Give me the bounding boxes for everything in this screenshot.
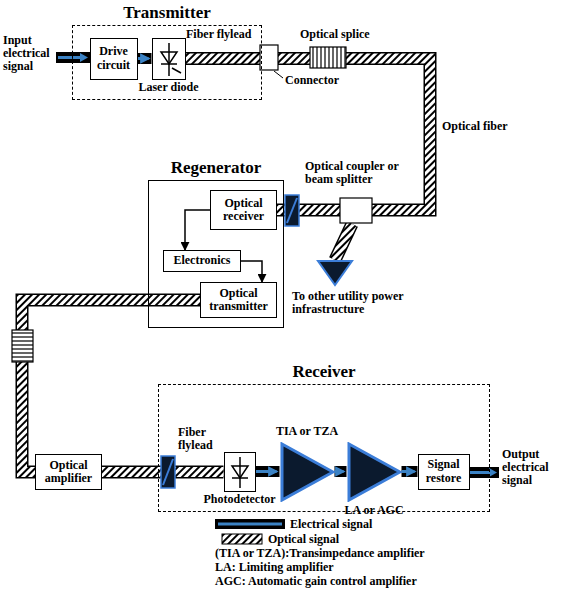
- electrical-bar: [138, 53, 152, 64]
- callout-label: To other utility power infrastructure: [292, 290, 432, 316]
- electrical-link: [402, 471, 418, 472]
- node-title: TIA or TZA: [276, 425, 338, 438]
- box-label: Optical amplifier: [38, 459, 99, 485]
- callout-label: AGC: Automatic gain control amplifier: [215, 575, 535, 588]
- electrical-stripe: [138, 57, 149, 60]
- branch-detector: [318, 261, 352, 285]
- callout-label: Optical fiber: [442, 120, 522, 133]
- process-box: Electronics: [163, 250, 241, 272]
- photodiode-symbol: [232, 457, 248, 488]
- box-label: Drive circuit: [93, 45, 135, 71]
- callout-label: (TIA or TZA):Transimpedance amplifier: [215, 547, 535, 560]
- callout-label: LA: Limiting amplifier: [215, 561, 535, 574]
- regenerator-group: Optical receiverElectronicsOptical trans…: [148, 180, 284, 328]
- fiber-hatch: [186, 59, 431, 211]
- optical-fiber: [22, 300, 200, 472]
- electrical-bar: [335, 466, 347, 477]
- node-title: Laser diode: [138, 81, 198, 94]
- process-box: Signal restore: [418, 454, 470, 490]
- control-line: [185, 210, 210, 250]
- optical-fiber: [186, 59, 431, 211]
- amplifier-triangle: LA or AGC: [347, 442, 402, 502]
- node-title: LA or AGC: [344, 504, 403, 517]
- photodetector-box: Photodetector: [224, 452, 256, 492]
- electrical-stripe: [335, 470, 344, 473]
- callout-label: Output electrical signal: [502, 448, 572, 488]
- node-title: Transmitter: [123, 4, 211, 23]
- output-electrical-bar: [468, 467, 499, 478]
- box-label: Signal restore: [421, 458, 467, 484]
- optical-splice: [12, 330, 33, 362]
- control-arrow: [185, 210, 210, 250]
- electrical-stripe: [256, 470, 277, 473]
- fiber-receptacle: [161, 456, 175, 488]
- electrical-link: [138, 58, 152, 59]
- optical-coupler: [335, 198, 372, 260]
- electrical-link: [256, 471, 280, 472]
- callout-label: Connector: [285, 74, 355, 87]
- amplifier-triangle: TIA or TZA: [280, 442, 335, 502]
- fiber-connector: [260, 45, 283, 78]
- box-label: Optical receiver: [213, 197, 274, 223]
- fiber-hatch: [22, 300, 200, 472]
- node-title: Receiver: [292, 363, 355, 382]
- optical-splice: [310, 47, 346, 68]
- box-label: Electronics: [173, 254, 230, 267]
- fiber-outline: [186, 59, 431, 211]
- process-box: Optical transmitter: [200, 282, 277, 318]
- process-box: Optical amplifier: [35, 454, 102, 490]
- amplifier-symbol: [280, 442, 335, 502]
- process-box: Drive circuit: [90, 38, 138, 80]
- electrical-link: [335, 471, 347, 472]
- node-title: Regenerator: [171, 159, 262, 178]
- callout-label: Fiber flylead: [186, 28, 260, 41]
- fiber-receptacle: [285, 195, 299, 226]
- amplifier-triangle: [349, 444, 400, 500]
- electrical-stripe: [402, 470, 415, 473]
- legend-text: Optical signal: [268, 533, 339, 546]
- node-title: Photodetector: [204, 493, 276, 506]
- box-label: Optical transmitter: [203, 287, 274, 313]
- fiber-outline: [22, 300, 200, 472]
- process-box: Optical receiver: [210, 190, 277, 230]
- legend-optical-sample: [222, 534, 262, 544]
- laser-diode-symbol: [161, 43, 181, 76]
- callout-label: Input electrical signal: [3, 34, 55, 74]
- electrical-bar: [402, 466, 418, 477]
- control-line: [241, 261, 262, 282]
- legend-electrical-sample: [215, 519, 285, 529]
- control-arrow: [241, 261, 262, 282]
- callout-label: Optical splice: [300, 28, 390, 41]
- electrical-bar: [256, 466, 280, 477]
- callout-label: Optical coupler or beam splitter: [305, 160, 417, 186]
- amplifier-symbol: [347, 442, 402, 502]
- callout-label: Fiber flylead: [178, 426, 220, 452]
- input-electrical-bar: [56, 52, 90, 63]
- amplifier-triangle: [282, 444, 333, 500]
- legend-text: Electrical signal: [290, 518, 372, 531]
- laser-diode-box: Laser diode: [152, 38, 186, 80]
